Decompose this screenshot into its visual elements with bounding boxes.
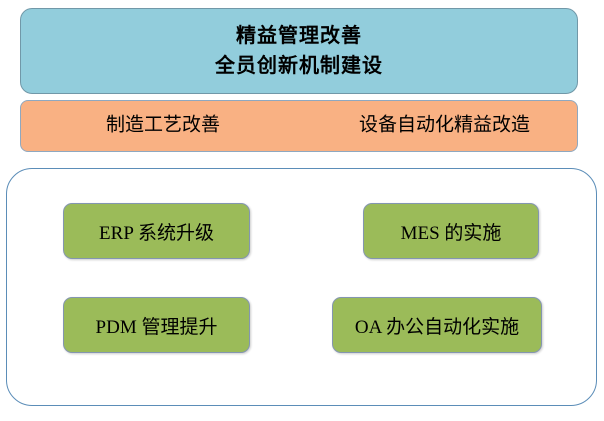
project-node-erp[interactable]: ERP 系统升级 xyxy=(63,203,250,259)
project-node-pdm-label: PDM 管理提升 xyxy=(95,316,218,338)
project-node-erp-label: ERP 系统升级 xyxy=(99,222,214,244)
title-banner: 精益管理改善 全员创新机制建设 xyxy=(20,8,578,94)
project-node-oa[interactable]: OA 办公自动化实施 xyxy=(332,297,542,353)
project-node-mes[interactable]: MES 的实施 xyxy=(363,203,539,259)
secondary-band: 制造工艺改善 设备自动化精益改造 xyxy=(20,100,578,152)
project-node-pdm[interactable]: PDM 管理提升 xyxy=(63,297,250,353)
title-banner-line-1: 精益管理改善 xyxy=(236,25,362,47)
project-node-oa-label: OA 办公自动化实施 xyxy=(354,316,520,338)
project-node-mes-label: MES 的实施 xyxy=(400,222,502,244)
secondary-band-label-left: 制造工艺改善 xyxy=(106,114,221,136)
title-banner-line-2: 全员创新机制建设 xyxy=(215,55,383,77)
secondary-band-label-right: 设备自动化精益改造 xyxy=(359,114,531,136)
